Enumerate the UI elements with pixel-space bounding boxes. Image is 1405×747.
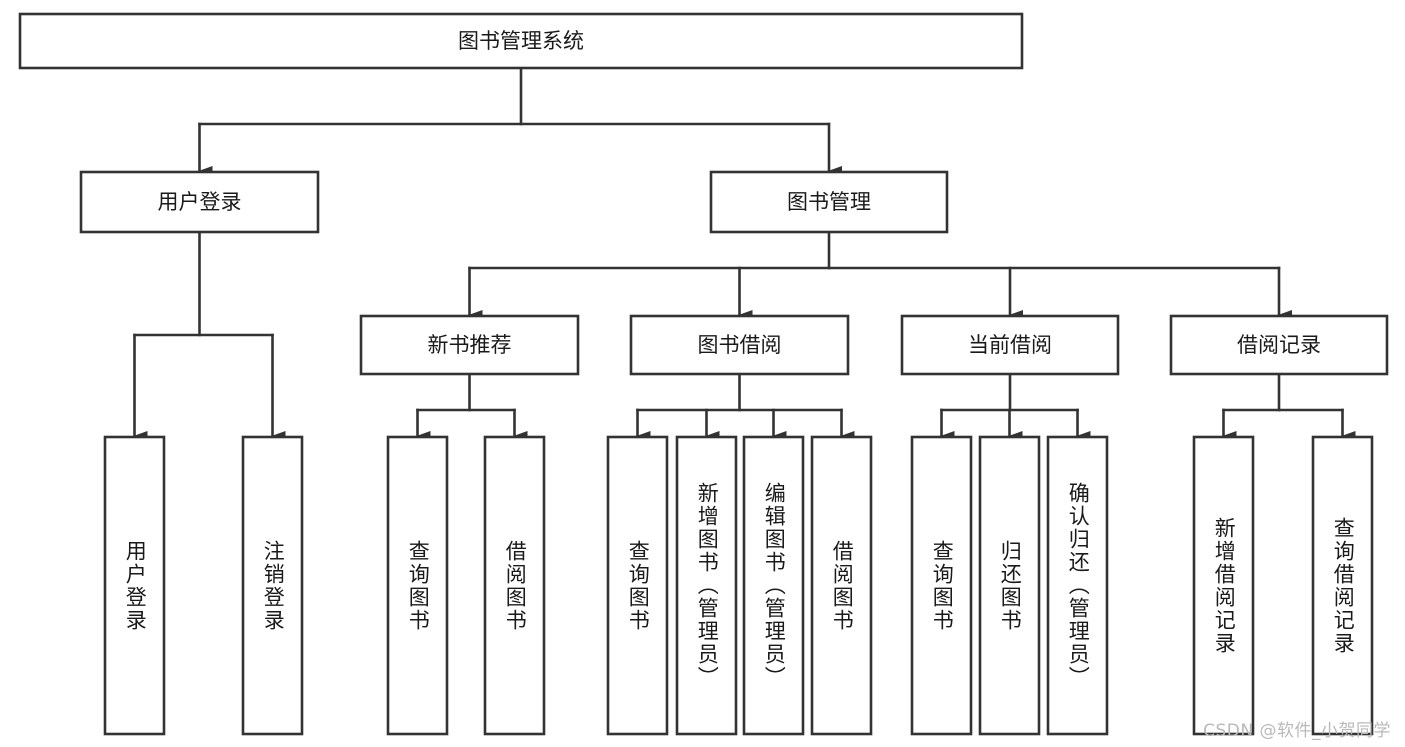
node-box-leaf-add-record[interactable] [1192, 435, 1255, 736]
node-box-leaf-return-book[interactable] [978, 435, 1041, 736]
node-box-leaf-query-book-rec[interactable] [386, 435, 449, 736]
node-label-book-management: 图书管理 [787, 190, 871, 214]
node-label-book-borrow: 图书借阅 [698, 333, 782, 357]
watermark: CSDN @软件_小贺同学 [1203, 721, 1391, 741]
node-box-leaf-user-login[interactable] [103, 435, 166, 736]
node-box-leaf-edit-book[interactable] [742, 435, 805, 736]
node-box-leaf-borrow-book[interactable] [810, 435, 873, 736]
node-label-borrow-record: 借阅记录 [1237, 333, 1321, 357]
node-box-leaf-query-record[interactable] [1311, 435, 1374, 736]
node-box-current-borrow[interactable] [900, 314, 1120, 376]
node-box-root[interactable] [18, 12, 1024, 70]
node-label-new-book-recommend: 新书推荐 [428, 333, 512, 357]
node-box-leaf-borrow-book-rec[interactable] [483, 435, 546, 736]
node-label-user-login: 用户登录 [158, 190, 242, 214]
node-box-new-book-recommend[interactable] [359, 314, 580, 376]
node-box-leaf-query-book-current[interactable] [910, 435, 973, 736]
boxes-layer [18, 12, 1389, 736]
node-label-root: 图书管理系统 [458, 29, 584, 53]
node-box-borrow-record[interactable] [1169, 314, 1389, 376]
node-box-book-management[interactable] [709, 170, 949, 234]
node-box-leaf-query-book-borrow[interactable] [606, 435, 669, 736]
node-box-leaf-logout[interactable] [241, 435, 304, 736]
node-label-current-borrow: 当前借阅 [968, 333, 1052, 357]
node-box-user-login[interactable] [79, 170, 320, 234]
node-box-book-borrow[interactable] [629, 314, 850, 376]
node-box-leaf-confirm-return[interactable] [1046, 435, 1109, 736]
edges-layer [133, 66, 1356, 441]
node-box-leaf-add-book[interactable] [675, 435, 738, 736]
